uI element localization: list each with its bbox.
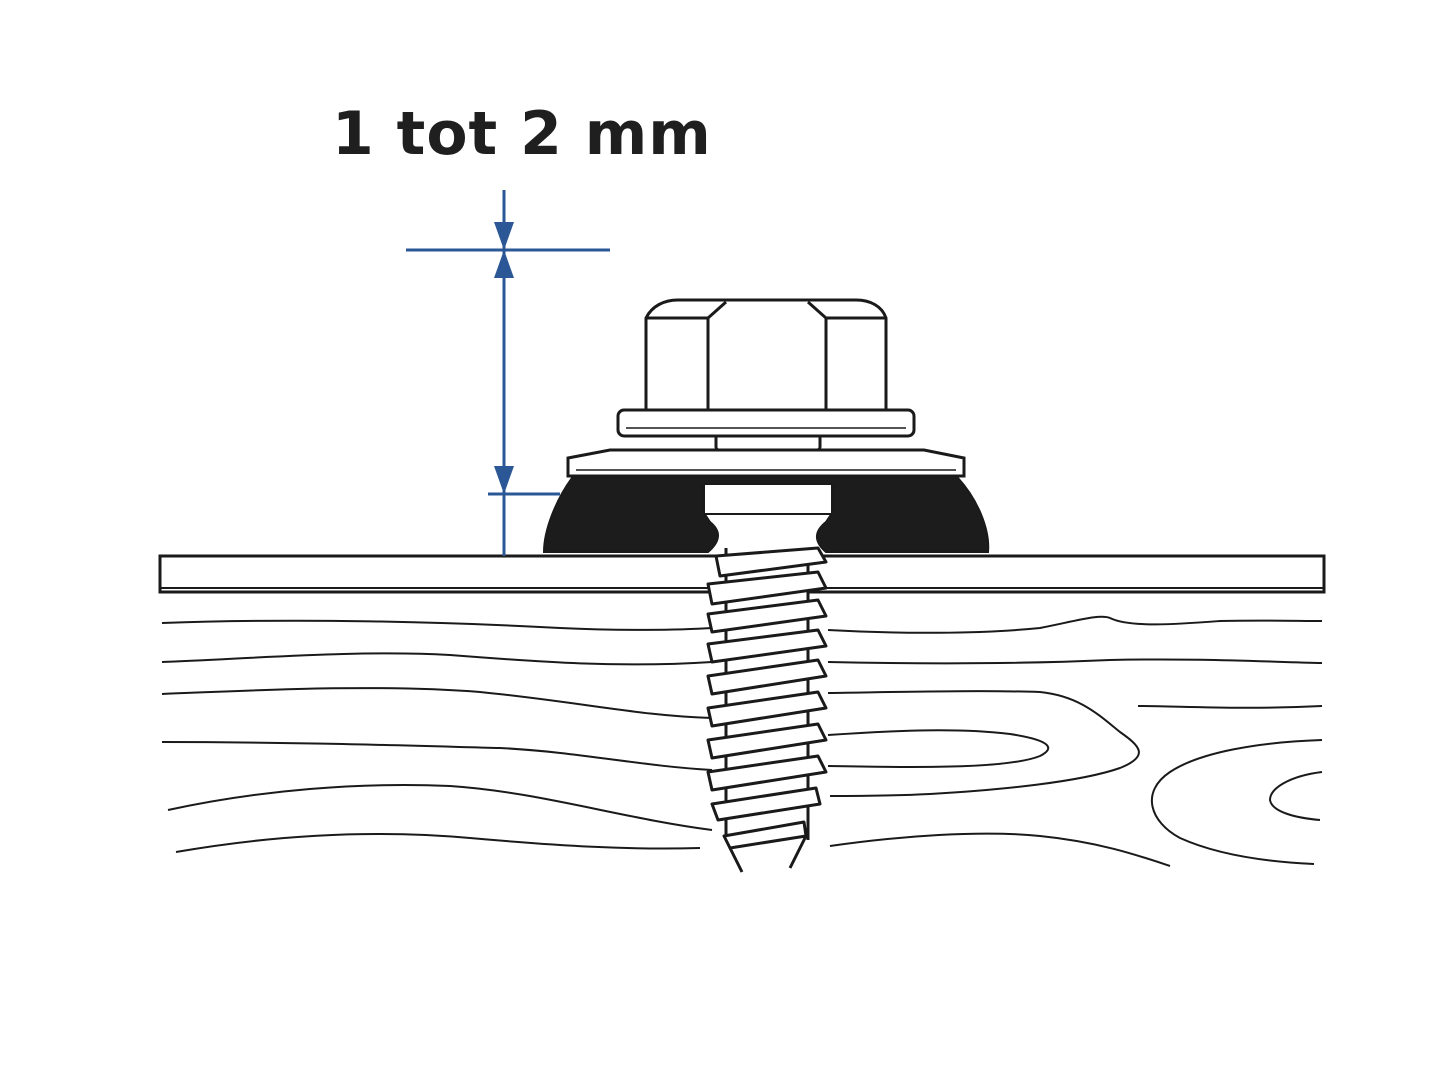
dimension-arrow-icon	[494, 466, 514, 494]
wood-grain-line	[827, 729, 1050, 768]
wood-grain-line	[827, 690, 1140, 797]
wood-grain-line	[1137, 705, 1323, 709]
wood-grain-line	[161, 687, 713, 719]
wood-grain-line	[161, 619, 713, 631]
hex-head	[644, 298, 888, 412]
wood-grain	[161, 615, 1323, 867]
screw-thread	[706, 540, 828, 873]
metal-washer	[566, 448, 966, 478]
wood-grain-line	[827, 615, 1323, 634]
dimension-arrow-icon	[494, 222, 514, 250]
screw-flange	[616, 408, 916, 438]
dimension-annotation	[406, 190, 610, 556]
washer-hole	[703, 483, 833, 515]
wood-grain-line	[161, 741, 713, 771]
dimension-label: 1 tot 2 mm	[332, 99, 712, 169]
wood-grain-line	[161, 652, 713, 666]
wood-grain-line	[167, 784, 713, 831]
wood-grain-line	[827, 658, 1323, 665]
wood-grain-line	[175, 833, 701, 853]
dimension-arrow-icon	[494, 250, 514, 278]
wood-grain-line	[1151, 739, 1323, 865]
epdm-washer	[542, 477, 990, 553]
wood-grain-line	[829, 832, 1171, 867]
wood-grain-line	[1268, 771, 1323, 821]
